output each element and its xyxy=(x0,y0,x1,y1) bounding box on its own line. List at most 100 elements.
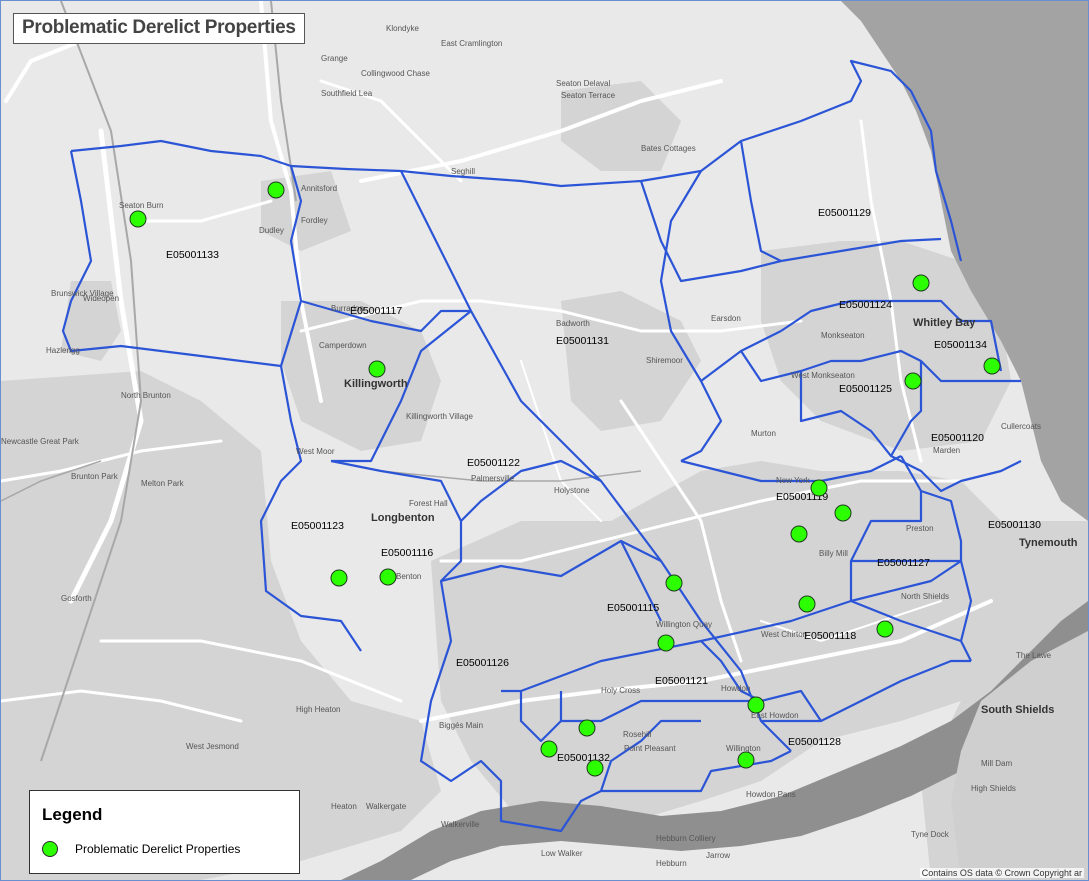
ward-label: E05001121 xyxy=(655,675,708,687)
place-label: Hebburn Colliery xyxy=(656,834,716,843)
property-marker[interactable] xyxy=(665,574,683,592)
ward-label: E05001118 xyxy=(804,630,856,642)
place-label: Tyne Dock xyxy=(911,830,950,839)
ward-label: E05001133 xyxy=(166,249,219,261)
place-label: Walkergate xyxy=(366,802,407,811)
place-label: Badworth xyxy=(556,319,590,328)
south-shields-area xyxy=(951,631,1088,880)
ward-label: E05001131 xyxy=(556,335,609,347)
place-label: Preston xyxy=(906,524,934,533)
place-label: Howdon xyxy=(721,684,750,693)
place-label: Grange xyxy=(321,54,348,63)
ward-label: E05001125 xyxy=(839,383,892,395)
place-label: Killingworth Village xyxy=(406,412,474,421)
place-label: Camperdown xyxy=(319,341,367,350)
place-label: Biggés Main xyxy=(439,721,483,730)
property-marker[interactable] xyxy=(540,740,558,758)
property-marker[interactable] xyxy=(267,181,285,199)
ward-label: E05001132 xyxy=(557,752,610,764)
river-tyne xyxy=(341,601,1088,880)
place-label: Gosforth xyxy=(61,594,92,603)
legend-title: Legend xyxy=(42,805,103,824)
property-marker[interactable] xyxy=(876,620,894,638)
place-label: Rosehill xyxy=(623,730,652,739)
place-label: Willington Quay xyxy=(656,620,712,629)
place-label: Walkerville xyxy=(441,820,480,829)
property-marker[interactable] xyxy=(790,525,808,543)
place-label: Seaton Terrace xyxy=(561,91,616,100)
place-label: East Howdon xyxy=(751,711,799,720)
property-marker[interactable] xyxy=(586,759,604,777)
place-label: Bates Cottages xyxy=(641,144,696,153)
property-markers[interactable] xyxy=(129,181,1001,777)
place-label: Shiremoor xyxy=(646,356,683,365)
place-label: Hazlerigg xyxy=(46,346,80,355)
copyright-notice: Contains OS data © Crown Copyright ar xyxy=(919,868,1084,878)
place-label: Holystone xyxy=(554,486,590,495)
property-marker[interactable] xyxy=(983,357,1001,375)
property-marker[interactable] xyxy=(578,719,596,737)
property-marker[interactable] xyxy=(912,274,930,292)
ward-label: E05001128 xyxy=(788,736,841,748)
place-label: Tynemouth xyxy=(1019,537,1078,549)
property-marker[interactable] xyxy=(810,479,828,497)
property-marker[interactable] xyxy=(834,504,852,522)
place-label: Low Walker xyxy=(541,849,583,858)
place-label: Burradon xyxy=(331,304,364,313)
place-label: Brunswick Village xyxy=(51,289,114,298)
place-label: North Brunton xyxy=(121,391,171,400)
place-label: Seghill xyxy=(451,167,475,176)
property-marker[interactable] xyxy=(737,751,755,769)
ward-label: E05001117 xyxy=(350,305,402,317)
place-label: Point Pleasant xyxy=(624,744,676,753)
ward-label: E05001115 xyxy=(607,602,659,614)
place-label: High Shields xyxy=(971,784,1016,793)
legend-item-label: Problematic Derelict Properties xyxy=(75,842,241,856)
place-label: Billy Mill xyxy=(819,549,848,558)
place-label: The Lawe xyxy=(1016,651,1052,660)
place-label: Newcastle Great Park xyxy=(1,437,80,446)
place-label: West Jesmond xyxy=(186,742,239,751)
property-marker[interactable] xyxy=(657,634,675,652)
place-label: Earsdon xyxy=(711,314,741,323)
place-label: West Monkseaton xyxy=(791,371,855,380)
place-label: Palmersville xyxy=(471,474,515,483)
ward-label: E05001126 xyxy=(456,657,509,669)
map-title-box: Problematic Derelict Properties xyxy=(13,13,305,44)
place-label: Brunton Park xyxy=(71,472,119,481)
ward-label: E05001123 xyxy=(291,520,344,532)
ward-label: E05001124 xyxy=(839,299,892,311)
place-label: Klondyke xyxy=(386,24,419,33)
sea xyxy=(841,1,1088,521)
property-marker[interactable] xyxy=(368,360,386,378)
ward-label: E05001120 xyxy=(931,432,984,444)
place-label: Jarrow xyxy=(706,851,730,860)
place-label: Forest Hall xyxy=(409,499,448,508)
place-label: Monkseaton xyxy=(821,331,865,340)
property-marker[interactable] xyxy=(798,595,816,613)
ward-label: E05001122 xyxy=(467,457,520,469)
place-label: South Shields xyxy=(981,704,1054,716)
place-label: Cullercoats xyxy=(1001,422,1041,431)
place-label: Collingwood Chase xyxy=(361,69,430,78)
place-label: West Chirton xyxy=(761,630,807,639)
place-label: East Cramlington xyxy=(441,39,502,48)
place-label: Dudley xyxy=(259,226,284,235)
property-marker[interactable] xyxy=(379,568,397,586)
map-title: Problematic Derelict Properties xyxy=(22,17,296,38)
property-marker[interactable] xyxy=(330,569,348,587)
place-label: North Shields xyxy=(901,592,949,601)
place-label: Howdon Pans xyxy=(746,790,796,799)
property-marker[interactable] xyxy=(904,372,922,390)
place-label: Annitsford xyxy=(301,184,337,193)
place-label: Longbenton xyxy=(371,512,435,524)
property-marker[interactable] xyxy=(747,696,765,714)
ward-label: E05001134 xyxy=(934,339,987,351)
ward-label: E05001130 xyxy=(988,519,1041,531)
place-label: Wideopen xyxy=(83,294,119,303)
property-marker[interactable] xyxy=(129,210,147,228)
place-label: West Moor xyxy=(296,447,335,456)
ward-code-labels: E05001129 E05001133 E05001124 E05001117 … xyxy=(166,207,1041,764)
